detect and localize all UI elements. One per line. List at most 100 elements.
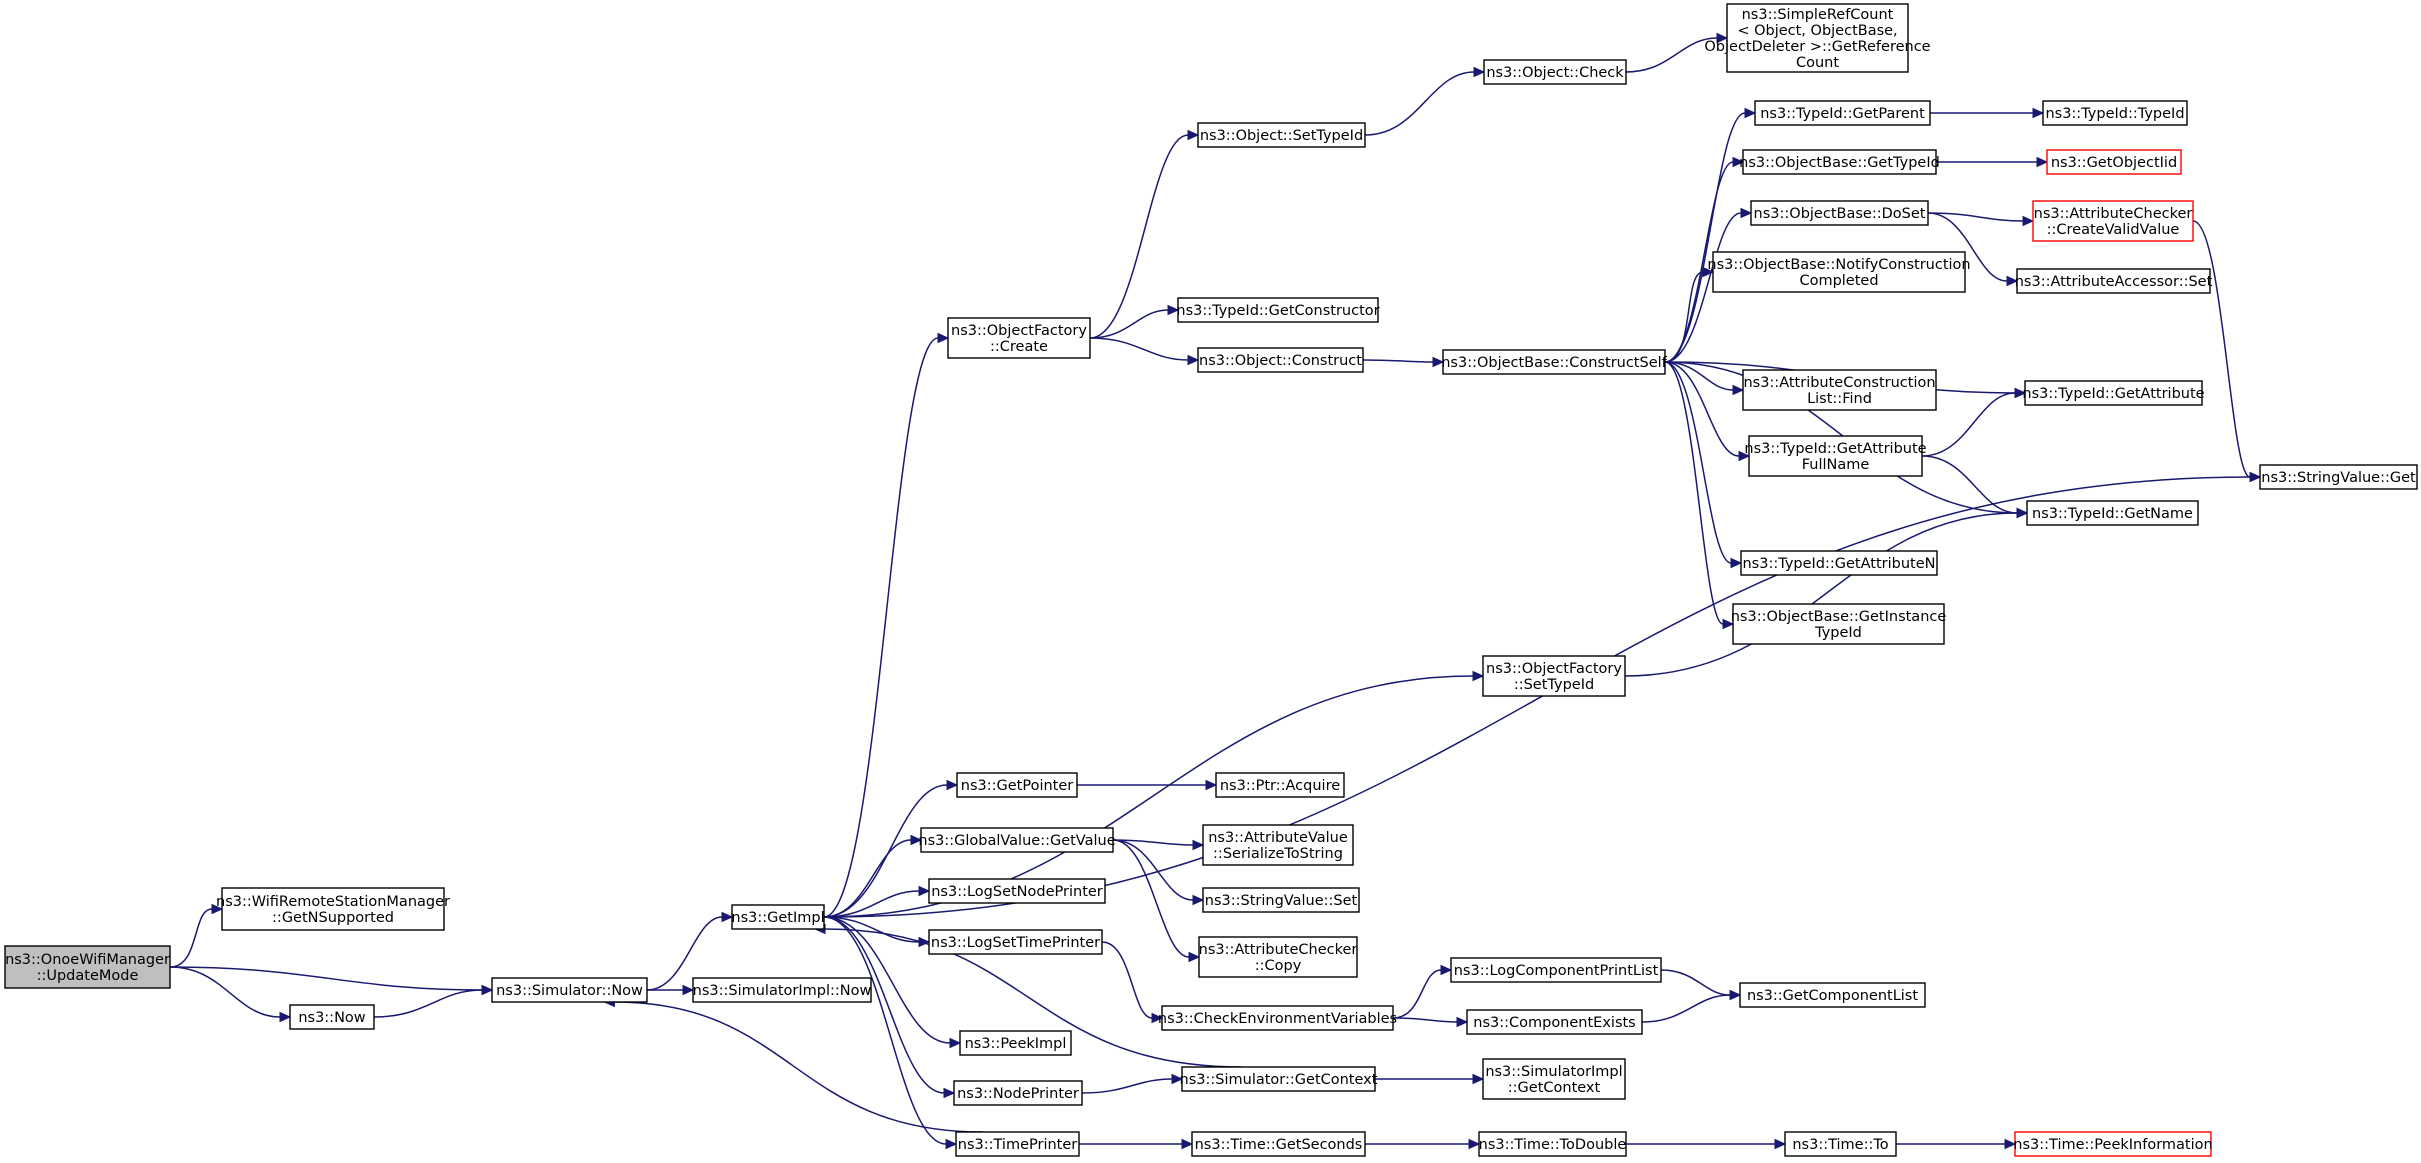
node-logsetnodeprinter[interactable]: ns3::LogSetNodePrinter [928, 878, 1106, 904]
arrowhead-icon [1774, 1138, 1787, 1150]
node-constructself[interactable]: ns3::ObjectBase::ConstructSelf [1441, 349, 1668, 375]
node-typeid_getconstructor[interactable]: ns3::TypeId::GetConstructor [1176, 297, 1380, 323]
edge-line [1089, 309, 1169, 339]
arrowhead-icon [1456, 1016, 1469, 1028]
node-simplerefcount[interactable]: ns3::SimpleRefCount< Object, ObjectBase,… [1704, 3, 1931, 73]
arrowhead-icon [2036, 156, 2049, 168]
node-time_todouble[interactable]: ns3::Time::ToDouble [1478, 1131, 1627, 1157]
node-stringvalue_get[interactable]: ns3::StringValue::Get [2259, 464, 2418, 490]
node-objectbase_doset[interactable]: ns3::ObjectBase::DoSet [1750, 200, 1929, 226]
node-getpointer[interactable]: ns3::GetPointer [956, 772, 1078, 798]
arrowhead-icon [2014, 387, 2027, 399]
edge-line [1664, 112, 1746, 363]
edge-getimpl-to-timeprinter [823, 916, 958, 1150]
edge-nodeprinter-to-simulator_getcontext [1081, 1073, 1184, 1094]
node-simulatorimpl_now[interactable]: ns3::SimulatorImpl::Now [692, 977, 872, 1003]
node-serializetostring[interactable]: ns3::AttributeValue::SerializeToString [1202, 824, 1354, 866]
node-globalvalue_getvalue[interactable]: ns3::GlobalValue::GetValue [918, 827, 1116, 853]
node-peekimpl[interactable]: ns3::PeekImpl [959, 1030, 1072, 1056]
node-typeid_getattributen[interactable]: ns3::TypeId::GetAttributeN [1740, 550, 1938, 576]
node-ns3_now[interactable]: ns3::Now [289, 1004, 375, 1030]
node-typeid_getparent[interactable]: ns3::TypeId::GetParent [1754, 100, 1931, 126]
node-logsettimeprinter[interactable]: ns3::LogSetTimePrinter [928, 929, 1103, 955]
edge-update_mode-to-simulator_now [169, 966, 494, 996]
edge-constructself-to-typeid_getattributen [1664, 361, 1743, 569]
node-label: FullName [1802, 457, 1870, 473]
node-label: ns3::TypeId::GetConstructor [1176, 303, 1379, 319]
node-update_mode[interactable]: ns3::OnoeWifiManager::UpdateMode [4, 945, 171, 989]
node-checker_createvalidvalue[interactable]: ns3::AttributeChecker::CreateValidValue [2032, 200, 2194, 242]
node-label: ns3::AttributeChecker [1199, 942, 1358, 958]
node-get_nsupported[interactable]: ns3::WifiRemoteStationManager::GetNSuppo… [216, 887, 450, 931]
edge-typeid_getparent-to-typeid_typeid [1930, 107, 2045, 119]
node-nodeprinter[interactable]: ns3::NodePrinter [953, 1080, 1083, 1106]
arrowhead-icon [1187, 129, 1200, 141]
node-label: ns3::Ptr::Acquire [1220, 778, 1340, 794]
node-typeid_getattribute[interactable]: ns3::TypeId::GetAttribute [2022, 380, 2205, 406]
arrowhead-icon [1744, 107, 1757, 119]
node-simulatorimpl_getcontext[interactable]: ns3::SimulatorImpl::GetContext [1482, 1058, 1626, 1100]
edges-layer [169, 32, 2262, 1150]
edge-checkenvvars-to-logcomponentprintlist [1392, 964, 1453, 1019]
node-time_to[interactable]: ns3::Time::To [1784, 1131, 1897, 1157]
node-label: ns3::TypeId::GetAttribute [1744, 441, 1926, 457]
node-stringvalue_set[interactable]: ns3::StringValue::Set [1202, 887, 1360, 913]
edge-time_getseconds-to-time_todouble [1364, 1138, 1481, 1150]
edge-line [1362, 359, 1434, 363]
node-timeprinter[interactable]: ns3::TimePrinter [955, 1131, 1080, 1157]
node-label: ns3::PeekImpl [965, 1036, 1067, 1052]
node-componentexists[interactable]: ns3::ComponentExists [1466, 1009, 1643, 1035]
node-getcomponentlist[interactable]: ns3::GetComponentList [1739, 982, 1926, 1008]
node-object_construct[interactable]: ns3::Object::Construct [1197, 347, 1364, 373]
node-label: Count [1796, 55, 1839, 71]
arrowhead-icon [2016, 507, 2029, 519]
node-label: ns3::Object::Construct [1199, 353, 1362, 369]
node-label: ns3::ObjectBase::GetInstance [1731, 609, 1947, 625]
node-box [1712, 251, 1966, 293]
node-label: ::GetContext [1508, 1080, 1601, 1096]
edge-simulator_now-to-simulatorimpl_now [647, 984, 695, 996]
node-notifyconstruction[interactable]: ns3::ObjectBase::NotifyConstructionCompl… [1707, 251, 1971, 293]
node-checkenvvars[interactable]: ns3::CheckEnvironmentVariables [1158, 1005, 1397, 1031]
node-label: ::SerializeToString [1213, 846, 1343, 862]
node-label: ObjectDeleter >::GetReference [1704, 39, 1930, 55]
node-label: ns3::Simulator::GetContext [1180, 1072, 1378, 1088]
node-box [2046, 149, 2182, 175]
node-getobjectiid[interactable]: ns3::GetObjectIid [2046, 149, 2182, 175]
arrowhead-icon [1722, 618, 1735, 630]
node-objectfactory_create[interactable]: ns3::ObjectFactory::Create [947, 317, 1091, 359]
node-box [731, 904, 825, 930]
edge-line [1927, 212, 2024, 222]
node-checker_copy[interactable]: ns3::AttributeChecker::Copy [1198, 936, 1358, 978]
node-label: ns3::CheckEnvironmentVariables [1158, 1011, 1397, 1027]
node-time_peekinformation[interactable]: ns3::Time::PeekInformation [2013, 1131, 2213, 1157]
node-objectbase_gettypeid[interactable]: ns3::ObjectBase::GetTypeId [1739, 149, 1940, 175]
node-box [1161, 1005, 1394, 1031]
node-label: ns3::ObjectFactory [1486, 661, 1622, 677]
node-label: ns3::AttributeValue [1208, 830, 1348, 846]
node-simulator_now[interactable]: ns3::Simulator::Now [491, 977, 648, 1003]
node-simulator_getcontext[interactable]: ns3::Simulator::GetContext [1180, 1066, 1378, 1092]
node-time_getseconds[interactable]: ns3::Time::GetSeconds [1191, 1131, 1366, 1157]
arrowhead-icon [1205, 779, 1218, 791]
edge-line [1664, 271, 1704, 363]
node-objectfactory_settypeid[interactable]: ns3::ObjectFactory::SetTypeId [1482, 655, 1626, 697]
node-typeid_getname[interactable]: ns3::TypeId::GetName [2026, 500, 2199, 526]
node-accessor_set[interactable]: ns3::AttributeAccessor::Set [2015, 268, 2213, 294]
edge-line [823, 839, 912, 918]
node-ptr_acquire[interactable]: ns3::Ptr::Acquire [1215, 772, 1345, 798]
node-typeid_typeid[interactable]: ns3::TypeId::TypeId [2042, 100, 2188, 126]
node-getimpl[interactable]: ns3::GetImpl [731, 904, 825, 930]
edge-constructself-to-notifyconstruction [1664, 266, 1715, 363]
node-box [920, 827, 1114, 853]
node-label: ns3::Time::ToDouble [1479, 1137, 1627, 1153]
node-object_check[interactable]: ns3::Object::Check [1483, 59, 1627, 85]
edge-globalvalue_getvalue-to-serializetostring [1112, 839, 1205, 851]
node-logcomponentprintlist[interactable]: ns3::LogComponentPrintList [1450, 957, 1662, 983]
arrowhead-icon [1732, 384, 1745, 396]
arrowhead-icon [2022, 215, 2035, 227]
node-object_settypeid[interactable]: ns3::Object::SetTypeId [1197, 122, 1366, 148]
